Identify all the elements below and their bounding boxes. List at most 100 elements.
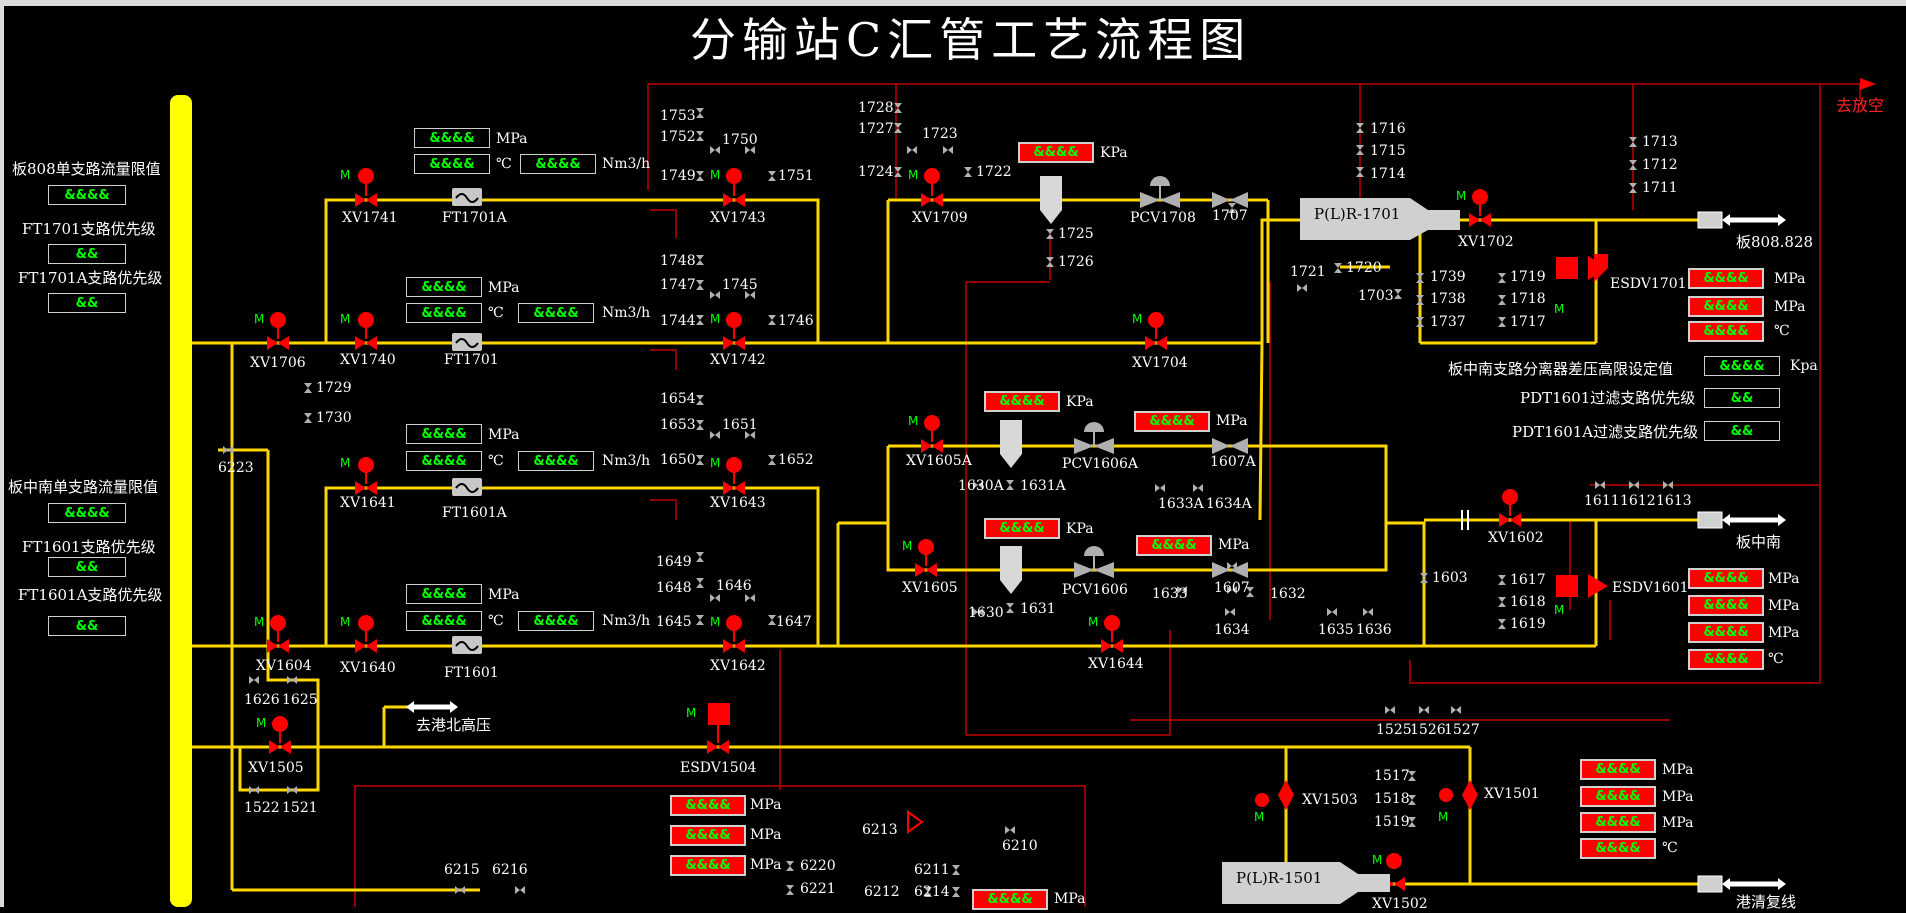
valve-1633-tag[interactable]: 1633 — [1152, 586, 1188, 602]
valve-1722-tag[interactable]: 1722 — [976, 164, 1012, 180]
valve-1728-tag[interactable]: 1728 — [858, 100, 894, 116]
banzhongnan-limit-value[interactable]: &&&& — [48, 503, 126, 523]
valve-1632-tag[interactable]: 1632 — [1270, 586, 1306, 602]
xv1640-tag[interactable]: XV1640 — [340, 660, 396, 676]
valve-1626-tag[interactable]: 1626 — [244, 692, 280, 708]
pr1701-tag[interactable]: P(L)R-1701 — [1314, 205, 1401, 223]
xv1644-tag[interactable]: XV1644 — [1088, 656, 1144, 672]
valve-1517-tag[interactable]: 1517 — [1374, 768, 1410, 784]
valve-1726-tag[interactable]: 1726 — [1058, 254, 1094, 270]
valve-1651-tag[interactable]: 1651 — [722, 417, 758, 433]
ft1601-priority-value[interactable]: && — [48, 557, 126, 577]
valve-1654-tag[interactable]: 1654 — [660, 391, 696, 407]
valve-1747-tag[interactable]: 1747 — [660, 277, 696, 293]
ft1601-tag[interactable]: FT1601 — [444, 665, 499, 681]
valve-6210-tag[interactable]: 6210 — [1002, 838, 1038, 854]
ft1701a-priority-value[interactable]: && — [48, 293, 126, 313]
xv1605a-tag[interactable]: XV1605A — [906, 453, 972, 469]
valve-1617-tag[interactable]: 1617 — [1510, 572, 1546, 588]
xv1741-tag[interactable]: XV1741 — [342, 210, 398, 226]
valve-1647-tag[interactable]: 1647 — [776, 614, 812, 630]
valve-1729-tag[interactable]: 1729 — [316, 380, 352, 396]
valve-1714-tag[interactable]: 1714 — [1370, 166, 1406, 182]
xv1743-tag[interactable]: XV1743 — [710, 210, 766, 226]
valve-1607-tag[interactable]: 1607 — [1214, 580, 1250, 596]
xv1641-tag[interactable]: XV1641 — [340, 495, 396, 511]
ft1601a-priority-value[interactable]: && — [48, 616, 126, 636]
valve-1748-tag[interactable]: 1748 — [660, 253, 696, 269]
valve-1652-tag[interactable]: 1652 — [778, 452, 814, 468]
valve-1630a-tag[interactable]: 1630A — [958, 478, 1004, 494]
valve-1653-tag[interactable]: 1653 — [660, 417, 696, 433]
valve-1718-tag[interactable]: 1718 — [1510, 291, 1546, 307]
valve-1737-tag[interactable]: 1737 — [1430, 314, 1466, 330]
valve-1724-tag[interactable]: 1724 — [858, 164, 894, 180]
xv1503-tag[interactable]: XV1503 — [1302, 792, 1358, 808]
valve-1634a-tag[interactable]: 1634A — [1206, 496, 1252, 512]
ban808-limit-value[interactable]: &&&& — [48, 185, 126, 205]
valve-1525-tag[interactable]: 1525 — [1376, 722, 1412, 738]
valve-1645-tag[interactable]: 1645 — [656, 614, 692, 630]
valve-1746-tag[interactable]: 1746 — [778, 313, 814, 329]
valve-1719-tag[interactable]: 1719 — [1510, 269, 1546, 285]
xv1742-tag[interactable]: XV1742 — [710, 352, 766, 368]
valve-1703-tag[interactable]: 1703 — [1358, 288, 1394, 304]
valve-1716-tag[interactable]: 1716 — [1370, 121, 1406, 137]
valve-1745-tag[interactable]: 1745 — [722, 277, 758, 293]
valve-1646-tag[interactable]: 1646 — [716, 578, 752, 594]
pr1501-tag[interactable]: P(L)R-1501 — [1236, 869, 1323, 887]
xv1709-tag[interactable]: XV1709 — [912, 210, 968, 226]
valve-1603-tag[interactable]: 1603 — [1432, 570, 1468, 586]
valve-1752-tag[interactable]: 1752 — [660, 129, 696, 145]
valve-1749-tag[interactable]: 1749 — [660, 168, 696, 184]
valve-1648-tag[interactable]: 1648 — [656, 580, 692, 596]
valve-1721-tag[interactable]: 1721 — [1290, 264, 1326, 280]
valve-1633a-tag[interactable]: 1633A — [1158, 496, 1204, 512]
valve-1713-tag[interactable]: 1713 — [1642, 134, 1678, 150]
valve-1649-tag[interactable]: 1649 — [656, 554, 692, 570]
esdv1504-tag[interactable]: ESDV1504 — [680, 760, 757, 776]
valve-1750-tag[interactable]: 1750 — [722, 132, 758, 148]
esdv1601-tag[interactable]: ESDV1601 — [1612, 580, 1689, 596]
valve-1522-tag[interactable]: 1522 — [244, 800, 280, 816]
valve-6211-tag[interactable]: 6211 — [914, 862, 950, 878]
valve-6220-tag[interactable]: 6220 — [800, 858, 836, 874]
ft1701a-tag[interactable]: FT1701A — [442, 210, 507, 226]
valve-1611-tag[interactable]: 1611 — [1584, 493, 1620, 509]
valve-1607a-tag[interactable]: 1607A — [1210, 454, 1256, 470]
valve-1526-tag[interactable]: 1526 — [1410, 722, 1446, 738]
valve-1613-tag[interactable]: 1613 — [1656, 493, 1692, 509]
ft1601a-tag[interactable]: FT1601A — [442, 505, 507, 521]
valve-1715-tag[interactable]: 1715 — [1370, 143, 1406, 159]
valve-1712-tag[interactable]: 1712 — [1642, 157, 1678, 173]
valve-1723-tag[interactable]: 1723 — [922, 126, 958, 142]
valve-1630-tag[interactable]: 1630 — [968, 605, 1004, 621]
valve-1753-tag[interactable]: 1753 — [660, 108, 696, 124]
valve-6212-tag[interactable]: 6212 — [864, 884, 900, 900]
valve-6214-tag[interactable]: 6214 — [914, 884, 950, 900]
valve-1631-tag[interactable]: 1631 — [1020, 601, 1056, 617]
valve-1636-tag[interactable]: 1636 — [1356, 622, 1392, 638]
valve-6223-tag[interactable]: 6223 — [218, 460, 254, 476]
valve-1521-tag[interactable]: 1521 — [282, 800, 318, 816]
valve-1619-tag[interactable]: 1619 — [1510, 616, 1546, 632]
pdt1601-priority-value[interactable]: && — [1704, 388, 1780, 408]
xv1643-tag[interactable]: XV1643 — [710, 495, 766, 511]
valve-1730-tag[interactable]: 1730 — [316, 410, 352, 426]
xv1501-tag[interactable]: XV1501 — [1484, 786, 1540, 802]
valve-1739-tag[interactable]: 1739 — [1430, 269, 1466, 285]
xv1604-tag[interactable]: XV1604 — [256, 658, 312, 674]
valve-1738-tag[interactable]: 1738 — [1430, 291, 1466, 307]
ft1701-tag[interactable]: FT1701 — [444, 352, 499, 368]
valve-1744-tag[interactable]: 1744 — [660, 313, 696, 329]
xv1704-tag[interactable]: XV1704 — [1132, 355, 1188, 371]
valve-1751-tag[interactable]: 1751 — [778, 168, 814, 184]
valve-1650-tag[interactable]: 1650 — [660, 452, 696, 468]
pcv1606a-tag[interactable]: PCV1606A — [1062, 456, 1138, 472]
valve-1634-tag[interactable]: 1634 — [1214, 622, 1250, 638]
valve-1631a-tag[interactable]: 1631A — [1020, 478, 1066, 494]
valve-1612-tag[interactable]: 1612 — [1620, 493, 1656, 509]
valve-1727-tag[interactable]: 1727 — [858, 121, 894, 137]
valve-1717-tag[interactable]: 1717 — [1510, 314, 1546, 330]
pcv1606-tag[interactable]: PCV1606 — [1062, 582, 1128, 598]
